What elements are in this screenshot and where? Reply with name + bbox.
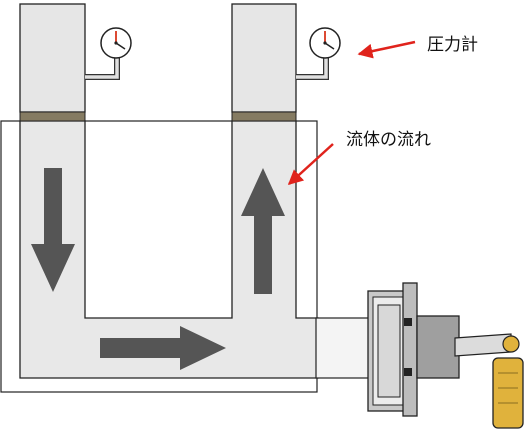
flow-arrow-down-icon bbox=[31, 168, 75, 292]
right-column-tank bbox=[231, 3, 297, 113]
flow-arrow-up-icon bbox=[241, 168, 285, 294]
left-band bbox=[19, 111, 86, 122]
outer-frame bbox=[0, 120, 318, 393]
flow-callout-arrow-icon bbox=[287, 143, 334, 186]
pressure-gauge-label: 圧力計 bbox=[427, 35, 478, 55]
left-column-tank bbox=[19, 3, 86, 113]
fluid-flow-label: 流体の流れ bbox=[346, 130, 431, 150]
outlet-pipe bbox=[315, 317, 375, 379]
gauge-callout-arrow-icon bbox=[357, 40, 416, 59]
right-pressure-gauge-icon bbox=[296, 27, 341, 80]
left-pressure-gauge-icon bbox=[85, 27, 132, 80]
right-band bbox=[231, 111, 297, 122]
hand-crank-pump-icon bbox=[367, 282, 524, 429]
flow-arrow-right-icon bbox=[100, 326, 226, 370]
